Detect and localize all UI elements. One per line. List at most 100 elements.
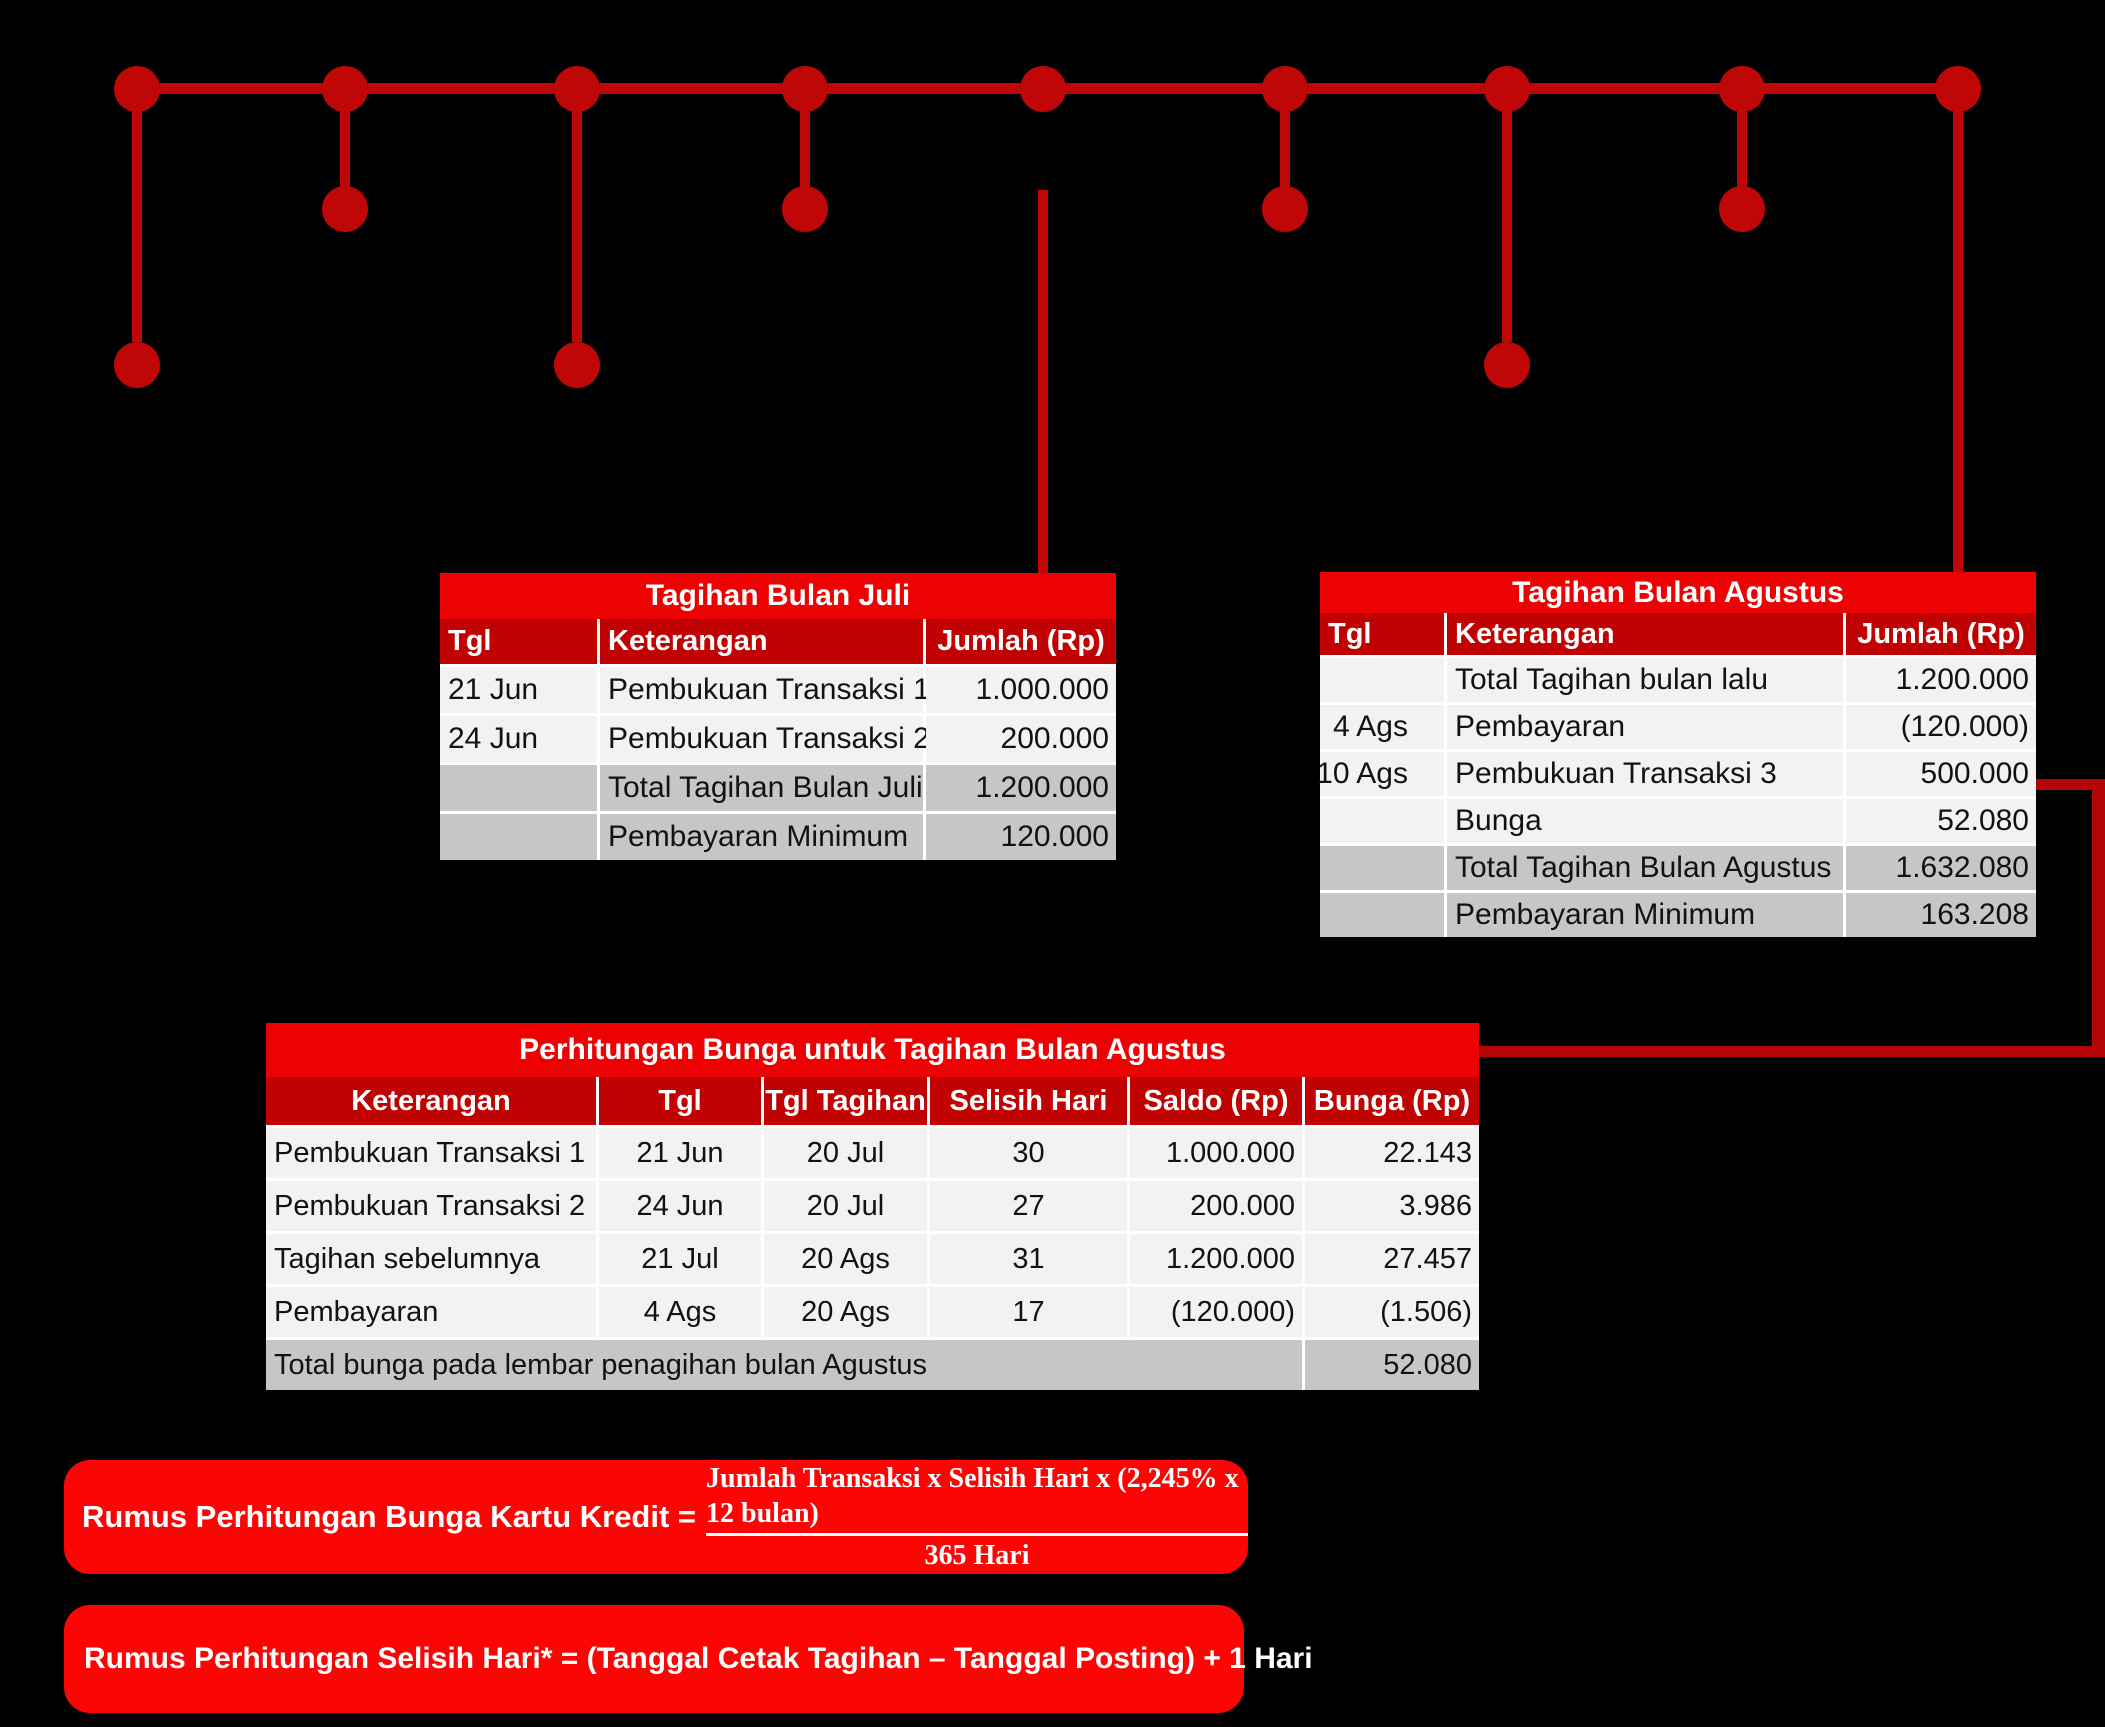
timeline-stem-mid-2 [340, 88, 350, 190]
agustus-row3-tgl: 10 Ags [1316, 752, 1444, 796]
timeline-low-dot-1 [114, 342, 160, 388]
timeline-stem-low-1 [132, 88, 142, 342]
perhitungan-row2-tgl: 24 Jun [599, 1181, 761, 1231]
connector-vertical-right [2092, 779, 2105, 1057]
agustus-row5-tgl [1320, 846, 1444, 890]
timeline-node-5 [1020, 66, 1066, 112]
juli-row3-keterangan: Total Tagihan Bulan Juli [600, 765, 923, 811]
perhitungan-row1-selisih: 30 [930, 1128, 1127, 1178]
perhitungan-row4-keterangan: Pembayaran [266, 1287, 596, 1337]
perhitungan-row4-tgl: 4 Ags [599, 1287, 761, 1337]
juli-row2-tgl: 24 Jun [440, 716, 597, 762]
perhitungan-row1-tgl-tagihan: 20 Jul [764, 1128, 927, 1178]
perhitungan-col-header-selisih-hari: Selisih Hari [930, 1077, 1127, 1125]
perhitungan-row3-keterangan: Tagihan sebelumnya [266, 1234, 596, 1284]
juli-col-header-jumlah: Jumlah (Rp) [926, 619, 1116, 664]
perhitungan-row1-saldo: 1.000.000 [1130, 1128, 1302, 1178]
agustus-col-header-tgl: Tgl [1320, 613, 1444, 655]
perhitungan-col-header-tgl-tagihan: Tgl Tagihan [764, 1077, 927, 1125]
perhitungan-total-value: 52.080 [1305, 1340, 1479, 1390]
agustus-col-header-jumlah: Jumlah (Rp) [1846, 613, 2036, 655]
formula-bunga-fraction: Jumlah Transaksi x Selisih Hari x (2,245… [706, 1461, 1248, 1573]
juli-row3-tgl [440, 765, 597, 811]
perhitungan-row3-tgl: 21 Jul [599, 1234, 761, 1284]
juli-row4-jumlah: 120.000 [926, 814, 1116, 860]
timeline-stem-mid-4 [800, 88, 810, 190]
timeline-low-dot-7 [1484, 342, 1530, 388]
timeline-stem-mid-8 [1737, 88, 1747, 190]
juli-row2-keterangan: Pembukuan Transaksi 2 [600, 716, 930, 762]
fraction-bar [706, 1533, 1248, 1536]
callout-line-to-juli-table [1038, 190, 1048, 573]
perhitungan-table-title: Perhitungan Bunga untuk Tagihan Bulan Ag… [266, 1023, 1479, 1077]
juli-row3-jumlah: 1.200.000 [926, 765, 1116, 811]
agustus-row2-tgl: 4 Ags [1320, 705, 1444, 749]
perhitungan-row2-keterangan: Pembukuan Transaksi 2 [266, 1181, 596, 1231]
timeline-mid-dot-4 [782, 186, 828, 232]
perhitungan-row3-saldo: 1.200.000 [1130, 1234, 1302, 1284]
perhitungan-row1-keterangan: Pembukuan Transaksi 1 [266, 1128, 596, 1178]
timeline-stem-low-7 [1502, 88, 1512, 342]
formula-bunga-numerator: Jumlah Transaksi x Selisih Hari x (2,245… [706, 1463, 1239, 1529]
perhitungan-row2-saldo: 200.000 [1130, 1181, 1302, 1231]
perhitungan-row4-bunga: (1.506) [1305, 1287, 1479, 1337]
timeline-mid-dot-2 [322, 186, 368, 232]
agustus-row6-jumlah: 163.208 [1846, 893, 2036, 937]
agustus-row6-tgl [1320, 893, 1444, 937]
connector-horizontal-bottom [1478, 1046, 2105, 1057]
agustus-row2-jumlah: (120.000) [1846, 705, 2036, 749]
juli-row4-tgl [440, 814, 597, 860]
perhitungan-col-header-tgl: Tgl [599, 1077, 761, 1125]
perhitungan-row4-selisih: 17 [930, 1287, 1127, 1337]
agustus-row4-tgl [1320, 799, 1444, 843]
agustus-row2-keterangan: Pembayaran [1447, 705, 1843, 749]
perhitungan-row3-tgl-tagihan: 20 Ags [764, 1234, 927, 1284]
agustus-row1-keterangan: Total Tagihan bulan lalu [1447, 658, 1843, 702]
agustus-row1-tgl [1320, 658, 1444, 702]
juli-row2-jumlah: 200.000 [926, 716, 1116, 762]
juli-table: Tagihan Bulan Juli Tgl Keterangan Jumlah… [440, 573, 1116, 860]
agustus-col-header-keterangan: Keterangan [1447, 613, 1843, 655]
juli-row4-keterangan: Pembayaran Minimum [600, 814, 923, 860]
juli-table-grid: Tgl Keterangan Jumlah (Rp) 21 Jun Pembuk… [440, 619, 1116, 860]
connector-horizontal-top [2036, 779, 2105, 790]
timeline-low-dot-3 [554, 342, 600, 388]
agustus-row5-jumlah: 1.632.080 [1846, 846, 2036, 890]
juli-row1-keterangan: Pembukuan Transaksi 1 [600, 667, 930, 713]
agustus-table-grid: Tgl Keterangan Jumlah (Rp) Total Tagihan… [1316, 613, 2036, 937]
perhitungan-table-grid: Keterangan Tgl Tgl Tagihan Selisih Hari … [266, 1077, 1479, 1390]
perhitungan-row1-tgl: 21 Jun [599, 1128, 761, 1178]
timeline-mid-dot-6 [1262, 186, 1308, 232]
juli-row1-tgl: 21 Jun [440, 667, 597, 713]
agustus-row6-keterangan: Pembayaran Minimum [1447, 893, 1843, 937]
perhitungan-col-header-bunga: Bunga (Rp) [1305, 1077, 1479, 1125]
formula-box-bunga: Rumus Perhitungan Bunga Kartu Kredit = J… [64, 1460, 1248, 1574]
agustus-row4-keterangan: Bunga [1447, 799, 1843, 843]
timeline-mid-dot-8 [1719, 186, 1765, 232]
perhitungan-row3-selisih: 31 [930, 1234, 1127, 1284]
timeline-stem-mid-6 [1280, 88, 1290, 190]
agustus-row4-jumlah: 52.080 [1846, 799, 2036, 843]
formula-box-selisih-hari: Rumus Perhitungan Selisih Hari* = (Tangg… [64, 1605, 1313, 1713]
perhitungan-row1-bunga: 22.143 [1305, 1128, 1479, 1178]
perhitungan-col-header-saldo: Saldo (Rp) [1130, 1077, 1302, 1125]
formula-bunga-denominator: 365 Hari [924, 1540, 1030, 1571]
perhitungan-row4-tgl-tagihan: 20 Ags [764, 1287, 927, 1337]
perhitungan-row2-bunga: 3.986 [1305, 1181, 1479, 1231]
perhitungan-row2-tgl-tagihan: 20 Jul [764, 1181, 927, 1231]
juli-col-header-keterangan: Keterangan [600, 619, 923, 664]
juli-col-header-tgl: Tgl [440, 619, 597, 664]
agustus-row3-jumlah: 500.000 [1846, 752, 2036, 796]
perhitungan-row3-bunga: 27.457 [1305, 1234, 1479, 1284]
perhitungan-total-label: Total bunga pada lembar penagihan bulan … [266, 1340, 1302, 1390]
juli-table-title: Tagihan Bulan Juli [440, 573, 1116, 619]
timeline-stem-low-3 [572, 88, 582, 342]
agustus-table: Tagihan Bulan Agustus Tgl Keterangan Jum… [1316, 572, 2036, 937]
callout-line-to-agustus-table [1953, 88, 1963, 572]
perhitungan-row4-saldo: (120.000) [1130, 1287, 1302, 1337]
juli-row1-jumlah: 1.000.000 [926, 667, 1116, 713]
perhitungan-table: Perhitungan Bunga untuk Tagihan Bulan Ag… [266, 1023, 1479, 1390]
formula-bunga-label: Rumus Perhitungan Bunga Kartu Kredit = [82, 1499, 697, 1534]
agustus-row3-keterangan: Pembukuan Transaksi 3 [1447, 752, 1843, 796]
